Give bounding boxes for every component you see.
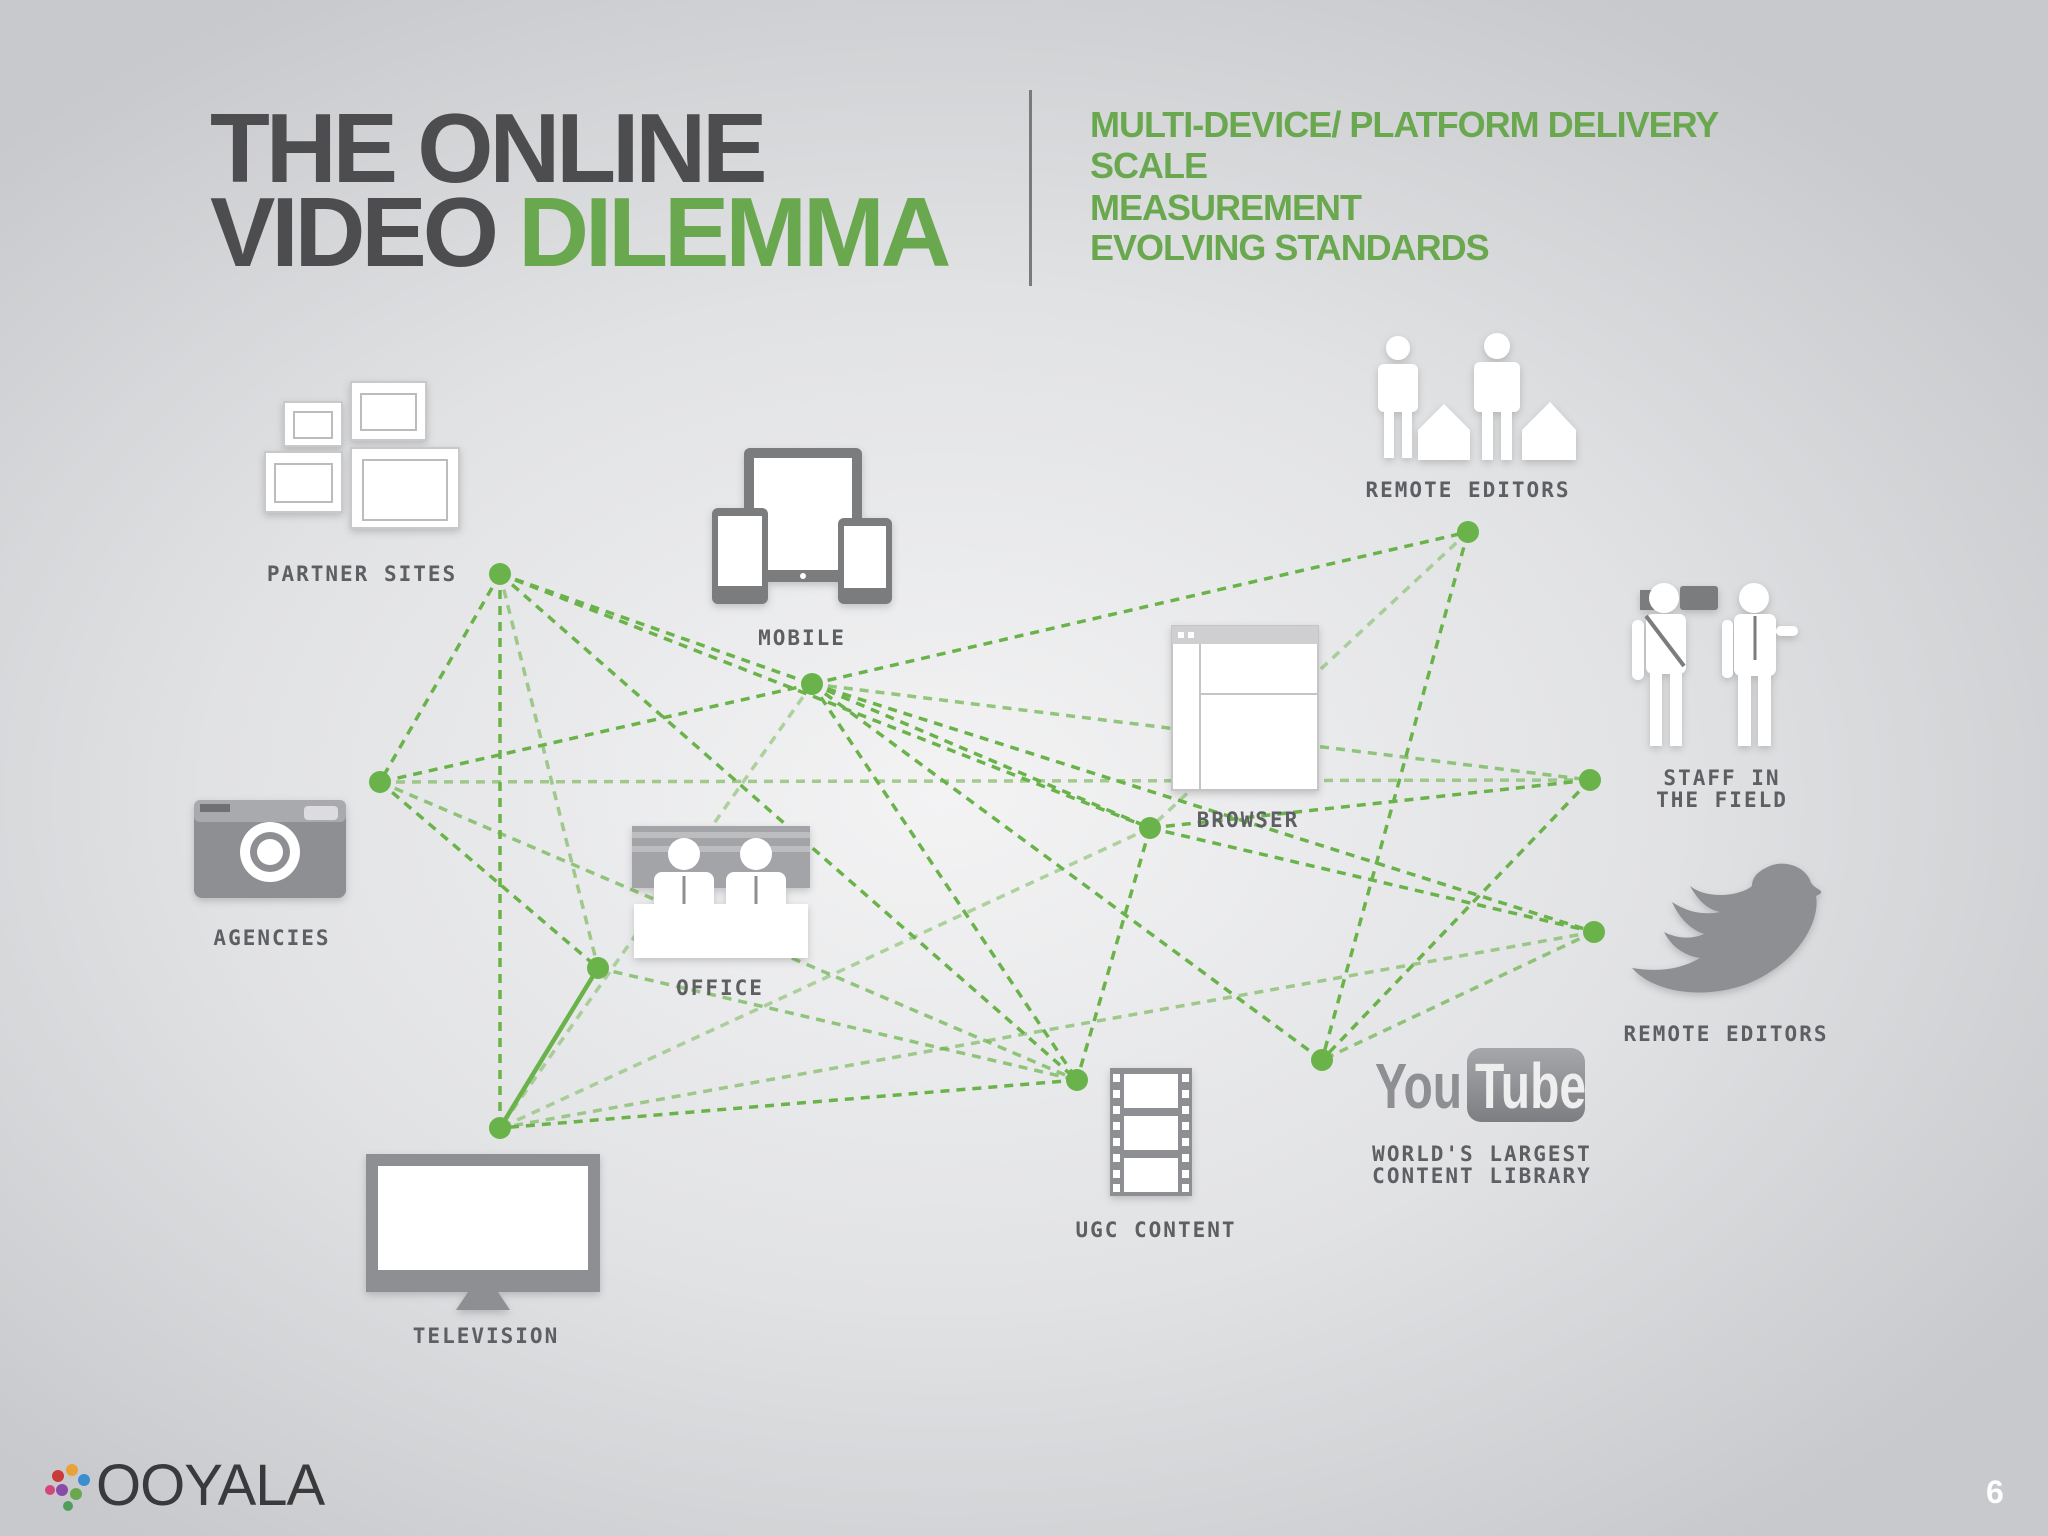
link [378,573,502,783]
youtube-logo: You Tube [1375,1048,1587,1124]
link [1148,530,1470,830]
node-ugc-content [1066,1069,1088,1091]
solid-link [498,966,600,1130]
link [499,826,1151,1130]
link [378,780,600,970]
topic-multi-device: MULTI-DEVICE/ PLATFORM DELIVERY [1090,104,1719,145]
youtube-you-text: You [1375,1050,1463,1122]
topic-evolving-standards: EVOLVING STANDARDS [1090,227,1490,268]
link [498,573,600,969]
title-divider [1029,90,1032,286]
link [811,682,1595,934]
label-remote-editors-right: REMOTE EDITORS [1623,1022,1829,1046]
label-television: TELEVISION [412,1324,560,1348]
node-staff-in-field [1579,769,1601,791]
link [498,682,814,1130]
link [379,780,1078,1082]
node-mobile [801,673,823,695]
title-video: VIDEO [210,177,519,287]
ooyala-wordmark: OOYALA [96,1453,325,1518]
node-youtube [1311,1049,1333,1071]
film-strip-icon [1110,1068,1192,1196]
link [1321,930,1595,1062]
link [499,572,813,686]
title-line-1: THE ONLINE [210,93,767,203]
label-youtube-2: CONTENT LIBRARY [1372,1164,1592,1188]
label-agencies: AGENCIES [213,926,331,950]
topic-measurement: MEASUREMENT [1090,187,1362,228]
label-partner-sites: PARTNER SITES [266,562,458,586]
link [1149,826,1595,934]
label-staff-in-field-2: THE FIELD [1656,788,1788,812]
link [1320,531,1470,1061]
link [811,530,1469,686]
node-agencies [369,771,391,793]
link [810,682,1324,1062]
link [597,966,1078,1082]
link [499,572,1151,830]
bird-icon [1632,863,1822,993]
link [1320,778,1592,1062]
title-line-2: VIDEO DILEMMA [210,183,951,281]
youtube-tube-box [1467,1048,1585,1122]
topic-scale: SCALE [1090,145,1208,186]
link [379,682,813,784]
link [1149,778,1591,830]
label-ugc-content: UGC CONTENT [1075,1218,1237,1242]
youtube-tube-text: Tube [1475,1050,1587,1122]
tv-icon [366,1154,600,1310]
node-remote-editors-right [1583,921,1605,943]
people-home-icon [1378,333,1576,460]
label-office: OFFICE [676,976,764,1000]
node-partner-sites [489,563,511,585]
label-youtube-1: WORLD'S LARGEST [1372,1142,1592,1166]
camera-operator-icon [1632,583,1798,746]
node-remote-editors-top [1457,521,1479,543]
meeting-icon [632,826,810,958]
ooyala-logo-mark [45,1464,90,1511]
link [499,1078,1078,1130]
label-staff-in-field-1: STAFF IN [1663,766,1781,790]
windows-icon [264,381,460,529]
link [379,778,1591,784]
node-browser [1139,817,1161,839]
connection-lines [378,530,1595,1130]
link [811,682,1151,830]
devices-icon [712,448,892,604]
link [1075,827,1152,1081]
node-office [587,957,609,979]
browser-window-icon [1171,625,1319,791]
label-browser: BROWSER [1196,808,1300,832]
camera-icon [194,800,346,898]
page-number: 6 [1986,1474,2004,1510]
label-remote-editors-top: REMOTE EDITORS [1365,478,1571,502]
connection-nodes [369,521,1605,1139]
label-mobile: MOBILE [758,626,846,650]
node-television [489,1117,511,1139]
title-dilemma: DILEMMA [518,177,951,287]
